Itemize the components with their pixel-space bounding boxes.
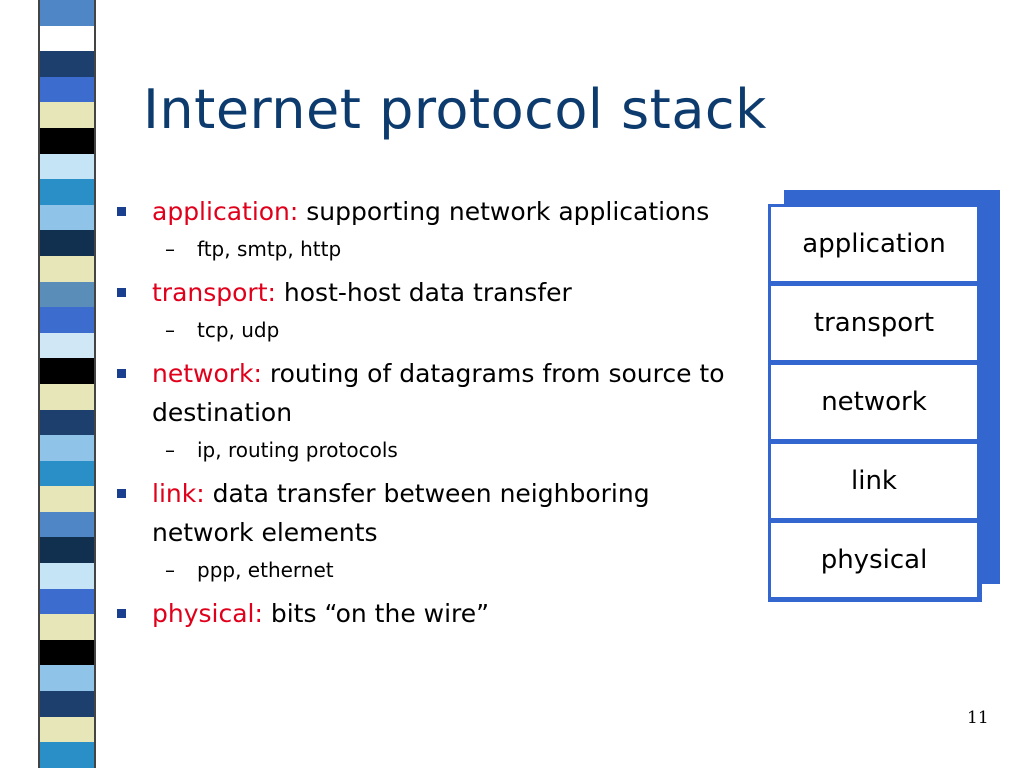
- stack-layer-network: network: [771, 365, 977, 439]
- decorative-stripe-bar: [38, 0, 96, 768]
- sub-bullet: –tcp, udp: [165, 318, 280, 342]
- bullet-square-icon: [117, 609, 126, 618]
- bullet-text: bits “on the wire”: [262, 599, 490, 628]
- bullet-term: application:: [152, 197, 299, 226]
- stripe: [40, 511, 94, 538]
- bullet-term: transport:: [152, 278, 276, 307]
- stripe: [40, 435, 94, 461]
- stripe: [40, 486, 94, 512]
- bullet-item-application: application: supporting network applicat…: [115, 192, 735, 263]
- bullet-text: supporting network applications: [298, 197, 710, 226]
- bullet-term: physical:: [152, 599, 263, 628]
- stripe: [40, 127, 94, 154]
- stripe: [40, 204, 94, 231]
- page-number: 11: [967, 708, 989, 728]
- bullet-list: application: supporting network applicat…: [115, 192, 735, 633]
- dash-icon: –: [165, 237, 175, 261]
- stripe: [40, 614, 94, 640]
- bullet-item-network: network: routing of datagrams from sourc…: [115, 354, 735, 464]
- bullet-square-icon: [117, 288, 126, 297]
- dash-icon: –: [165, 438, 175, 462]
- dash-icon: –: [165, 558, 175, 582]
- bullet-item-transport: transport: host-host data transfer –tcp,…: [115, 273, 735, 344]
- stripe: [40, 25, 94, 52]
- stripe: [40, 76, 94, 103]
- slide-title: Internet protocol stack: [143, 78, 767, 141]
- sub-bullet: –ip, routing protocols: [165, 438, 398, 462]
- bullet-term: link:: [152, 479, 205, 508]
- stripe: [40, 563, 94, 589]
- stack-layer-transport: transport: [771, 286, 977, 360]
- bullet-term: network:: [152, 359, 262, 388]
- dash-icon: –: [165, 318, 175, 342]
- stripe: [40, 281, 94, 308]
- stripe: [40, 639, 94, 666]
- stripe: [40, 409, 94, 436]
- stripe: [40, 383, 94, 410]
- stripe: [40, 0, 94, 26]
- stripe: [40, 460, 94, 487]
- stripe: [40, 358, 94, 384]
- protocol-stack-diagram: application transport network link physi…: [768, 204, 982, 602]
- stripe: [40, 537, 94, 564]
- bullet-square-icon: [117, 207, 126, 216]
- bullet-text: data transfer between neighboring networ…: [152, 479, 650, 547]
- stripe: [40, 665, 94, 692]
- stack-layer-link: link: [771, 444, 977, 518]
- stack-layer-application: application: [771, 207, 977, 281]
- stripe: [40, 691, 94, 717]
- bullet-square-icon: [117, 369, 126, 378]
- bullet-item-physical: physical: bits “on the wire”: [115, 594, 735, 633]
- stripe: [40, 332, 94, 359]
- bullet-square-icon: [117, 489, 126, 498]
- stripe: [40, 307, 94, 333]
- stripe: [40, 588, 94, 615]
- stack-layer-physical: physical: [771, 523, 977, 597]
- bullet-text: routing of datagrams from source to dest…: [152, 359, 725, 427]
- bullet-text: host-host data transfer: [275, 278, 572, 307]
- sub-bullet: –ftp, smtp, http: [165, 237, 342, 261]
- stripe: [40, 102, 94, 128]
- stripe: [40, 255, 94, 282]
- stripe: [40, 230, 94, 256]
- stripe: [40, 742, 94, 768]
- bullet-item-link: link: data transfer between neighboring …: [115, 474, 735, 584]
- stripe: [40, 716, 94, 743]
- stripe: [40, 51, 94, 77]
- sub-bullet: –ppp, ethernet: [165, 558, 334, 582]
- stripe: [40, 179, 94, 205]
- stripe: [40, 153, 94, 180]
